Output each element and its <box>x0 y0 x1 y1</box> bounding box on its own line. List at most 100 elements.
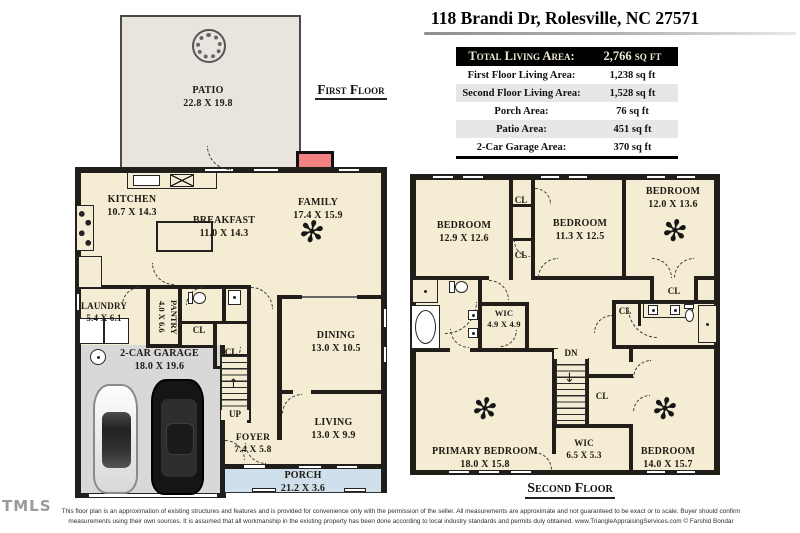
title-divider <box>424 32 796 35</box>
room-label-bedroom3: BEDROOM 12.0 X 13.6 <box>633 185 713 211</box>
room-dims: 7.4 X 5.8 <box>234 445 272 456</box>
room-dims: 17.4 X 15.9 <box>293 210 343 221</box>
first-floor-heading: First Floor <box>296 82 406 100</box>
room-label-patio: PATIO 22.8 X 19.8 <box>158 84 258 110</box>
room-dims: 4.9 X 4.9 <box>487 319 521 330</box>
wall <box>146 285 150 348</box>
row-label: Second Floor Living Area: <box>462 87 581 99</box>
wall <box>629 428 633 475</box>
stairs-up-label: UP <box>221 409 249 420</box>
staircase-down <box>556 352 586 425</box>
window-marker <box>568 175 588 179</box>
front-door-opening <box>243 464 266 469</box>
wall <box>622 174 626 280</box>
room-dims: 21.2 X 3.6 <box>280 483 326 494</box>
wall <box>552 348 556 428</box>
closet-label: CL <box>514 195 528 205</box>
wall <box>182 345 217 348</box>
dishwasher-icon <box>170 174 194 187</box>
wall <box>509 174 513 280</box>
closet-label: CL <box>192 325 206 335</box>
wall <box>552 428 556 454</box>
window-marker <box>432 175 454 179</box>
room-label-bedroom1: BEDROOM 12.9 X 12.6 <box>424 219 504 245</box>
row-value: 76 sq ft <box>616 105 649 117</box>
wall <box>622 276 654 280</box>
room-name: FOYER <box>235 433 271 443</box>
room-dims: 14.0 X 15.7 <box>643 459 693 470</box>
disclaimer-line-1: This floor plan is an approximation of e… <box>61 508 741 515</box>
down-arrow-icon: ↓ <box>564 371 575 386</box>
wall <box>277 295 282 394</box>
row-label: First Floor Living Area: <box>467 69 576 81</box>
room-label-wic1: WIC 4.9 X 4.9 <box>481 308 527 330</box>
room-name: WIC <box>494 308 514 318</box>
table-row: Porch Area: 76 sq ft <box>456 102 678 120</box>
wall <box>381 167 387 493</box>
window-marker <box>383 308 387 328</box>
wall <box>220 345 225 498</box>
row-label: Patio Area: <box>496 123 547 135</box>
wall <box>552 424 633 428</box>
black-car-image <box>151 379 204 495</box>
room-name: LIVING <box>314 417 353 428</box>
cased-opening <box>302 296 357 298</box>
room-name: KITCHEN <box>107 194 157 205</box>
room-name: PANTRY <box>169 299 179 335</box>
room-name: PRIMARY BEDROOM <box>432 446 538 457</box>
toilet-bowl-icon <box>685 309 694 322</box>
room-label-porch: PORCH 21.2 X 3.6 <box>264 469 342 495</box>
closet-label: CL <box>595 391 609 401</box>
window-marker <box>383 346 387 363</box>
washer-icon <box>79 318 104 344</box>
room-dims: 11.0 X 14.3 <box>199 228 249 239</box>
table-row: 2-Car Garage Area: 370 sq ft <box>456 138 678 156</box>
wall <box>558 276 626 280</box>
kitchen-sink-icon <box>133 175 160 186</box>
stove-icon <box>76 205 94 251</box>
room-dims: 12.9 X 12.6 <box>439 233 489 244</box>
closet-label: CL <box>514 250 528 260</box>
wall <box>410 174 720 180</box>
car-glasshouse <box>102 412 131 468</box>
white-car-image <box>93 384 138 494</box>
row-value: 451 sq ft <box>613 123 652 135</box>
shower-icon <box>698 305 717 343</box>
room-name: DINING <box>316 330 356 341</box>
wall <box>714 174 720 475</box>
wall <box>478 276 482 352</box>
room-name: WIC <box>574 438 594 448</box>
car-seats <box>166 423 194 455</box>
wall <box>694 276 698 304</box>
table-row: Second Floor Living Area: 1,528 sq ft <box>456 84 678 102</box>
wall <box>410 276 489 280</box>
room-name: BREAKFAST <box>192 215 256 226</box>
sink-icon <box>648 305 658 315</box>
sink-icon <box>670 305 680 315</box>
window-marker <box>646 175 666 179</box>
wall <box>277 390 293 394</box>
window-marker <box>462 175 484 179</box>
garage-door <box>88 493 218 498</box>
room-name: 2-CAR GARAGE <box>120 348 199 359</box>
room-dims: 18.0 X 19.6 <box>134 361 185 372</box>
wall <box>696 276 720 280</box>
wall <box>478 302 529 306</box>
wall <box>75 285 251 289</box>
room-name: BEDROOM <box>640 446 696 457</box>
wall <box>509 204 535 207</box>
wall <box>311 390 387 394</box>
room-name: BEDROOM <box>436 220 492 231</box>
area-table-header-label: Total Living Area: <box>468 49 575 63</box>
patio-door-opening <box>204 168 234 172</box>
stairs-down-label: DN <box>554 348 588 359</box>
up-arrow-icon: ↑ <box>228 377 239 392</box>
room-dims: 6.5 X 5.3 <box>566 449 602 460</box>
wall <box>612 300 616 348</box>
row-label: Porch Area: <box>494 105 549 117</box>
room-dims: 18.0 X 15.8 <box>460 459 510 470</box>
kitchen-island <box>156 221 213 252</box>
room-label-laundry: LAUNDRY 5.4 X 6.1 <box>74 301 134 324</box>
room-dims: 11.3 X 12.5 <box>555 231 605 242</box>
